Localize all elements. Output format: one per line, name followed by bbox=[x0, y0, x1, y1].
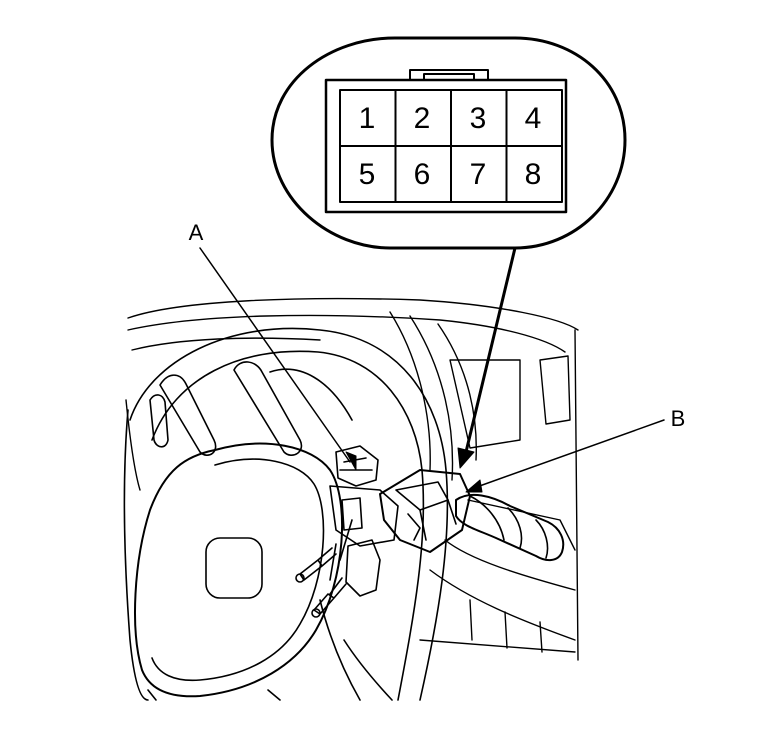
horn-emblem bbox=[205, 537, 263, 599]
steering-wheel bbox=[123, 327, 449, 701]
screw-upper bbox=[299, 547, 337, 581]
combination-switch bbox=[295, 445, 565, 618]
wheel-rim-inner bbox=[151, 350, 425, 701]
pin-6: 6 bbox=[414, 158, 431, 191]
callout-b-label: B bbox=[671, 406, 686, 431]
callout-a-label: A bbox=[189, 220, 204, 245]
connector-housing bbox=[324, 78, 568, 214]
switch-body-b bbox=[379, 469, 471, 553]
pin-2: 2 bbox=[414, 102, 431, 135]
pin-1: 1 bbox=[359, 102, 376, 135]
connector-latch bbox=[409, 69, 489, 81]
zoom-bubble-outline bbox=[270, 36, 627, 250]
pin-8: 8 bbox=[525, 158, 542, 191]
pin-4: 4 bbox=[525, 102, 542, 135]
pin-3: 3 bbox=[470, 102, 487, 135]
screw-lower bbox=[313, 577, 347, 615]
dashboard-outline bbox=[125, 297, 579, 661]
wheel-rim-outer bbox=[129, 327, 449, 701]
airbag-hub bbox=[134, 442, 344, 698]
turn-signal-stalk bbox=[455, 493, 565, 562]
callout-b: B bbox=[465, 406, 686, 493]
pin-7: 7 bbox=[470, 158, 487, 191]
connector-zoom-bubble: 1 2 3 4 5 6 7 8 bbox=[270, 36, 627, 250]
callout-a: A bbox=[189, 220, 357, 471]
pin-5: 5 bbox=[359, 158, 376, 191]
